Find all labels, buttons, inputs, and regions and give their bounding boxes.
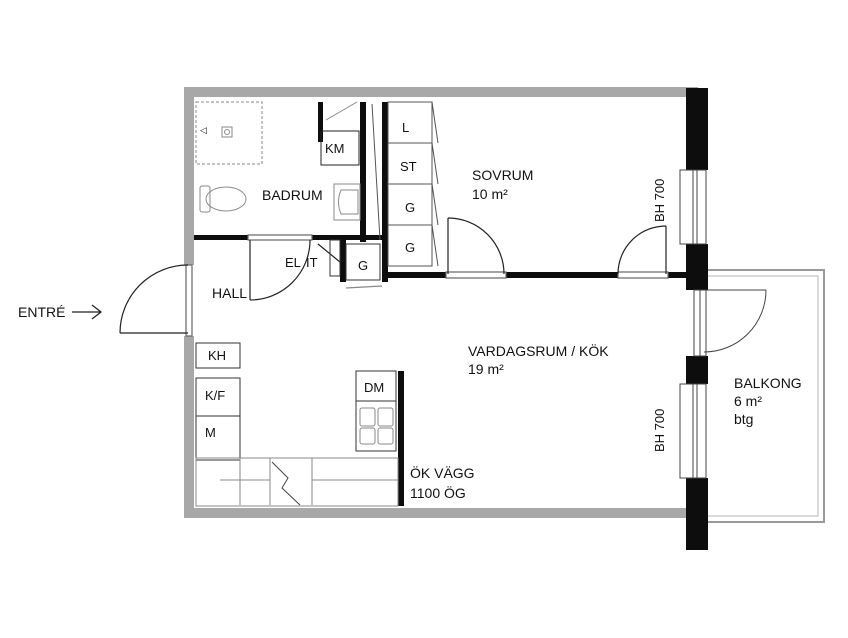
- washing-machine-label: KM: [325, 141, 345, 156]
- bathroom-label: BADRUM: [262, 187, 323, 203]
- drain-icon: ◁: [200, 125, 207, 135]
- balcony-label: BALKONG: [734, 375, 802, 391]
- hall-label: HALL: [212, 285, 247, 301]
- wardrobe-label: G: [405, 240, 415, 255]
- balcony-area: 6 m²: [734, 393, 762, 409]
- linen-closet-label: L: [402, 120, 409, 135]
- hall-wardrobe-label: G: [358, 258, 368, 273]
- entrance-label: ENTRÉ: [18, 304, 65, 320]
- electrical-panel: [329, 239, 341, 277]
- entrance-arrow-icon: [72, 304, 103, 320]
- it-label: IT: [306, 255, 318, 270]
- balcony-door: [693, 289, 767, 357]
- balcony-note: btg: [734, 411, 753, 427]
- bedroom-area: 10 m²: [472, 186, 508, 202]
- living-label: VARDAGSRUM / KÖK: [468, 342, 609, 359]
- kitchen-wall-label: ÖK VÄGG: [410, 464, 475, 481]
- hall-closet: [345, 243, 381, 281]
- balcony-outline: [705, 269, 825, 523]
- kitchen-wall-height: 1100 ÖG: [410, 484, 466, 501]
- living-area: 19 m²: [468, 361, 504, 377]
- bedroom-label: SOVRUM: [472, 167, 533, 183]
- bedroom-sill-height: BH 700: [652, 179, 667, 222]
- bedroom-window: [679, 169, 707, 245]
- exterior-walls: [184, 87, 698, 518]
- cleaning-closet-label: ST: [400, 159, 417, 174]
- electrical-label: EL: [285, 255, 301, 270]
- wardrobe-label: G: [405, 200, 415, 215]
- dishwasher-label: DM: [364, 380, 384, 395]
- interior-walls: [194, 102, 686, 506]
- fridge-freezer-label: K/F: [205, 388, 225, 403]
- bathroom-fixtures: [195, 101, 361, 221]
- living-sill-height: BH 700: [652, 409, 667, 452]
- coat-hooks-label: KH: [208, 348, 226, 363]
- facade-wall: [686, 88, 708, 550]
- living-window: [679, 383, 707, 479]
- doors: [119, 217, 669, 337]
- microwave-label: M: [205, 425, 216, 440]
- kitchen-fixtures: [195, 342, 399, 507]
- bedroom-closets: [371, 101, 439, 267]
